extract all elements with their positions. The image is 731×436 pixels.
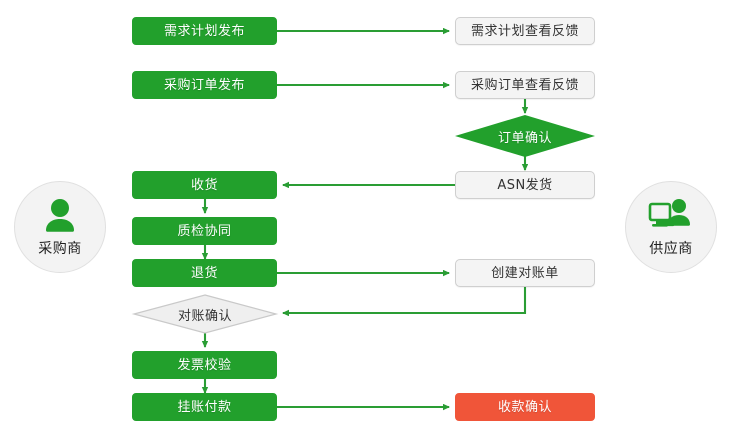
node-order-confirm[interactable]: 订单确认: [455, 115, 595, 157]
edge-statement-to-reconcile: [282, 287, 527, 317]
person-icon: [46, 198, 74, 232]
actor-supplier[interactable]: 供应商: [625, 181, 717, 273]
node-invoice-check[interactable]: 发票校验: [132, 351, 277, 379]
node-quality-collaboration[interactable]: 质检协同: [132, 217, 277, 245]
node-payable-payment[interactable]: 挂账付款: [132, 393, 277, 421]
diamond-shape: [131, 294, 279, 334]
node-return-goods[interactable]: 退货: [132, 259, 277, 287]
node-demand-plan-publish[interactable]: 需求计划发布: [132, 17, 277, 45]
node-purchase-order-publish[interactable]: 采购订单发布: [132, 71, 277, 99]
diamond-shape: [455, 115, 595, 157]
actor-buyer-label: 采购商: [38, 240, 82, 257]
node-statement-confirm[interactable]: 对账确认: [131, 294, 279, 334]
node-create-statement[interactable]: 创建对账单: [455, 259, 595, 287]
node-purchase-order-feedback[interactable]: 采购订单查看反馈: [455, 71, 595, 99]
node-receive-goods[interactable]: 收货: [132, 171, 277, 199]
person-computer-icon: [648, 198, 690, 227]
actor-buyer[interactable]: 采购商: [14, 181, 106, 273]
node-receipt-confirm[interactable]: 收款确认: [455, 393, 595, 421]
node-asn-shipment[interactable]: ASN发货: [455, 171, 595, 199]
node-demand-plan-feedback[interactable]: 需求计划查看反馈: [455, 17, 595, 45]
actor-supplier-label: 供应商: [649, 240, 693, 257]
